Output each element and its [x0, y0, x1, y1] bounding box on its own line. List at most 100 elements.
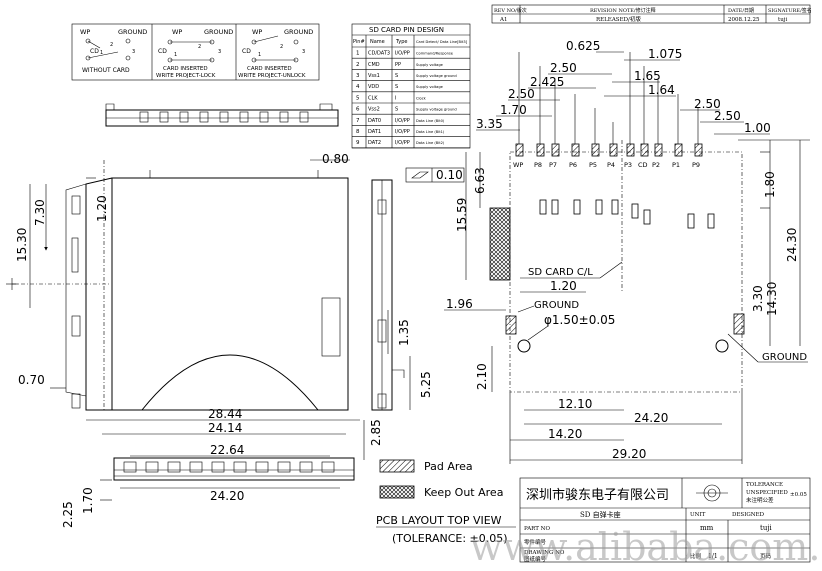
pcb-signal-pad: [573, 199, 581, 215]
pad-area-label: Pad Area: [424, 460, 473, 473]
dim-1-20: 1.20: [95, 195, 109, 222]
pin-pitch-dimension: 2.50: [508, 87, 535, 101]
pin-pitch-dimension: 1.70: [500, 103, 527, 117]
pcb-signal-pad: [539, 199, 547, 215]
pcb-pin-pad: [609, 143, 618, 157]
designer-name: tuji: [760, 524, 772, 532]
pcb-view-caption: PCB LAYOUT TOP VIEW: [376, 514, 502, 527]
pin-table-cell: Supply voltage ground: [416, 74, 457, 78]
top-profile-pin: [139, 111, 149, 123]
switch-panel-without-card: WP GROUND CD 1 2 3 WITHOUT CARD: [80, 28, 147, 74]
pin-table-cell: Command/Response: [416, 52, 454, 56]
pcb-signal-pad: [595, 199, 603, 215]
bottom-contact: [123, 461, 137, 473]
pin-pitch-dimension: 2.50: [714, 109, 741, 123]
pin-pitch-dimension: 1.00: [744, 121, 771, 135]
without-card-caption: WITHOUT CARD: [82, 67, 130, 74]
pin-table-cell: I/O/PP: [395, 118, 410, 124]
pin-table-cell: Supply voltage: [416, 63, 444, 67]
node-3: 3: [218, 49, 221, 55]
part-no-label: PART NO: [524, 526, 550, 532]
dim-1-80: 1.80: [763, 171, 777, 198]
pin-table-cell: 8: [356, 129, 360, 135]
node-3: 3: [132, 49, 135, 55]
bottom-contact: [299, 461, 313, 473]
pin-table-cell: Data Line (Bit0): [416, 119, 445, 123]
dim-29-20: 29.20: [612, 447, 646, 461]
pin-table-cell: VDD: [368, 84, 379, 90]
lock-caption-2: WRITE PROJECT-LOCK: [156, 73, 216, 79]
pin-table-cell: I/O/PP: [395, 51, 410, 57]
pin-table-cell: I/O/PP: [395, 140, 410, 146]
pcb-pin-pad: [626, 143, 635, 157]
pcb-pin-pad: [674, 143, 683, 157]
dim-28-44: 28.44: [208, 407, 242, 421]
pin-table-cell: DAT1: [368, 129, 381, 135]
dim-0-80: 0.80: [322, 152, 349, 166]
note-header: REVISION NOTE/修订注释: [590, 7, 656, 14]
part-name: SD 自弹卡座: [580, 510, 621, 519]
pin-table-cell: S: [395, 84, 398, 90]
drawing-no-label: DRAWING NO: [524, 550, 565, 556]
pin-pitch-dimension: 1.64: [648, 83, 675, 97]
pcb-pin-pad: [654, 143, 663, 157]
pin-pitch-dimension: 2.50: [550, 61, 577, 75]
tolerance-title: TOLERANCE: [746, 482, 783, 488]
pin-table-cell: I: [395, 95, 396, 101]
pin-table-cell: 7: [356, 118, 360, 124]
lock-caption-1: CARD INSERTED: [163, 66, 208, 72]
pin-table-cell: 2: [356, 62, 360, 68]
node-3: 3: [302, 49, 305, 55]
company-name: 深圳市骏东电子有限公司: [526, 487, 669, 503]
dim-2-25: 2.25: [61, 501, 75, 528]
dim-3-30: 3.30: [751, 285, 765, 312]
ground-left-label: GROUND: [534, 300, 579, 311]
dim-12-10: 12.10: [558, 397, 592, 411]
pcb-pin-pad: [591, 143, 600, 157]
pin-table-cell: S: [395, 73, 398, 79]
dim-2-10: 2.10: [475, 363, 489, 390]
tolerance-cn: 未注明公差: [746, 496, 774, 504]
scale-label: 比例: [690, 552, 702, 560]
pcb-signal-pad: [631, 203, 639, 219]
pcb-labels: SD CARD C/L GROUND GROUND: [517, 261, 807, 363]
pin-pitch-dimension: 2.50: [694, 97, 721, 111]
pcb-pin-pad: [536, 143, 545, 157]
dim-15-59: 15.59: [455, 198, 469, 232]
pin-table-cell: Vss2: [368, 107, 380, 113]
pin-table-cell: Supply voltage ground: [416, 108, 457, 112]
pcb-pin-label: P9: [692, 161, 700, 169]
top-profile-pin: [299, 111, 309, 123]
front-dimensions: 0.80 1.20 7.30 15.30 0.70 1.35 5.25 28.4…: [15, 152, 433, 528]
pin-table-cell: Clock: [416, 96, 427, 100]
pin-pitch-dimension: 1.075: [648, 47, 682, 61]
bottom-contact: [145, 461, 159, 473]
pcb-pin-pad: [694, 143, 703, 157]
sd-card-cl-label: SD CARD C/L: [528, 267, 593, 278]
pin-table-cell: 4: [356, 84, 360, 90]
cd-label: CD: [90, 48, 99, 55]
pcb-pin-label: P7: [549, 161, 557, 169]
node-1: 1: [174, 52, 177, 58]
sheet-label: 页码: [760, 552, 772, 560]
pcb-pin-label: P6: [569, 161, 577, 169]
bottom-contact: [321, 461, 335, 473]
pin-pitch-dimension: 1.65: [634, 69, 661, 83]
pcb-pin-label: P2: [652, 161, 660, 169]
switch-diagrams: WP GROUND CD 1 2 3 WITHOUT CARD WP GROUN…: [71, 23, 320, 81]
dim-14-20: 14.20: [548, 427, 582, 441]
cd-label: CD: [242, 48, 251, 55]
pcb-signal-pad: [707, 213, 715, 229]
top-profile-pin: [219, 111, 229, 123]
switch-panel-lock: WP GROUND CD 1 2 3 CARD INSERTED WRITE P…: [156, 28, 233, 79]
pin-table-cell: Supply voltage: [416, 85, 444, 89]
pin-table-cell: PP: [395, 62, 401, 68]
bottom-contact: [255, 461, 269, 473]
node-2: 2: [198, 44, 201, 50]
node-2: 2: [110, 42, 113, 48]
pcb-dimensions: 6.63 15.59 1.80 24.30 3.30 14.30 1.20 1.…: [444, 152, 799, 464]
bottom-contact: [277, 461, 291, 473]
pcb-pin-label: WP: [513, 161, 523, 169]
